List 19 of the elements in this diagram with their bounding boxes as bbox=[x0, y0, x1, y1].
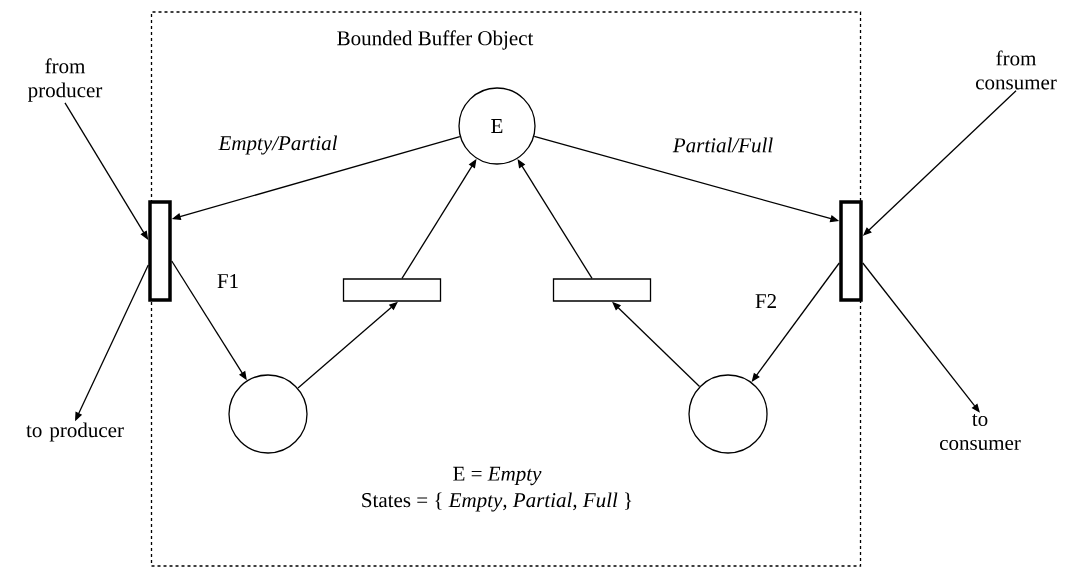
edge-label: Empty/Partial bbox=[217, 134, 339, 156]
endpoint-label: to consumer bbox=[940, 414, 1021, 450]
transition-bar bbox=[148, 200, 172, 302]
endpoint-label: from consumer bbox=[976, 50, 1057, 90]
place-circle bbox=[228, 374, 308, 454]
arrow bbox=[862, 262, 980, 413]
place-circle bbox=[688, 374, 768, 454]
box-title: Bounded Buffer Object bbox=[337, 30, 534, 50]
transition-bar bbox=[552, 278, 652, 302]
states-text: States = { Empty, Partial, Full } bbox=[362, 492, 632, 512]
endpoint-label: from producer bbox=[28, 58, 103, 102]
edge-label: Partial/Full bbox=[671, 136, 775, 154]
arrow bbox=[751, 262, 840, 382]
definition-text: E = Empty bbox=[453, 466, 542, 486]
transition-label: F1 bbox=[217, 274, 238, 288]
transition-label: F2 bbox=[755, 294, 776, 308]
transition-bar bbox=[839, 200, 863, 302]
transition-bar bbox=[342, 278, 442, 302]
endpoint-label: to producer bbox=[26, 422, 124, 442]
